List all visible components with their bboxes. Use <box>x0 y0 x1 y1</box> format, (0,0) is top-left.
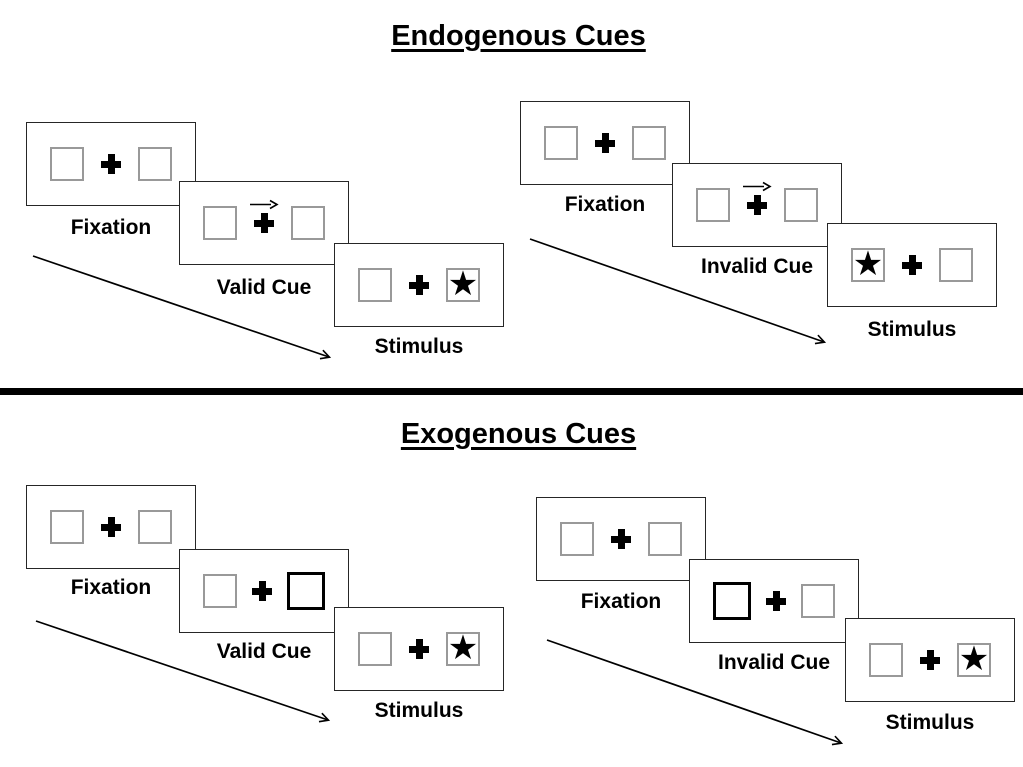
section-divider <box>0 388 1023 395</box>
placeholder-box-left <box>696 188 730 222</box>
placeholder-box-right <box>939 248 973 282</box>
fixation-cross-icon <box>409 639 429 659</box>
exogenous-invalid-fixation-panel <box>536 497 706 581</box>
exogenous-valid-stimulus-panel: ★ <box>334 607 504 691</box>
endogenous-invalid-stimulus-panel: ★ <box>827 223 997 307</box>
fixation-cross-icon <box>252 581 272 601</box>
placeholder-box-left <box>869 643 903 677</box>
fixation-cross-icon <box>250 199 279 233</box>
exogenous-invalid-cue-panel <box>689 559 859 643</box>
placeholder-box-right <box>648 522 682 556</box>
stimulus-star-box: ★ <box>446 628 480 668</box>
cross-bar-vertical <box>107 517 115 537</box>
placeholder-box-left <box>203 206 237 240</box>
panel-label-fixation: Fixation <box>580 590 662 613</box>
star-icon: ★ <box>852 244 884 284</box>
placeholder-box-right <box>784 188 818 222</box>
placeholder-box-left <box>50 510 84 544</box>
cross-bar-vertical <box>772 591 780 611</box>
cross-bar-vertical <box>415 275 423 295</box>
placeholder-box-right <box>632 126 666 160</box>
fixation-cross-icon <box>902 255 922 275</box>
endogenous-valid-stimulus-panel: ★ <box>334 243 504 327</box>
fixation-cross-icon <box>101 154 121 174</box>
exogenous-section-title: Exogenous Cues <box>400 418 637 450</box>
exogenous-valid-fixation-panel <box>26 485 196 569</box>
endogenous-invalid-fixation-panel <box>520 101 690 185</box>
star-icon: ★ <box>958 639 990 679</box>
fixation-cross-icon <box>920 650 940 670</box>
endogenous-invalid-cue-panel <box>672 163 842 247</box>
sequence-arrow-endogenous-valid <box>32 255 332 360</box>
fixation-cross-icon <box>101 517 121 537</box>
cross-bar-vertical <box>601 133 609 153</box>
fixation-cross-icon <box>766 591 786 611</box>
placeholder-box-right <box>138 510 172 544</box>
panel-label-stimulus: Stimulus <box>374 335 464 358</box>
placeholder-box-right <box>291 206 325 240</box>
fixation-cross-icon <box>409 275 429 295</box>
cross-bar-vertical <box>753 195 761 215</box>
cross-bar-vertical <box>415 639 423 659</box>
panel-label-stimulus: Stimulus <box>374 699 464 722</box>
panel-label-stimulus: Stimulus <box>867 318 957 341</box>
placeholder-box-left <box>560 522 594 556</box>
placeholder-box-left <box>203 574 237 608</box>
placeholder-box-left <box>50 147 84 181</box>
cue-highlight-box-left <box>713 582 751 620</box>
placeholder-box-right <box>138 147 172 181</box>
panel-label-invalid-cue: Invalid Cue <box>700 255 814 278</box>
endogenous-section-title: Endogenous Cues <box>391 20 646 52</box>
panel-label-fixation: Fixation <box>70 216 152 239</box>
star-icon: ★ <box>447 264 479 304</box>
cross-bar-vertical <box>926 650 934 670</box>
stimulus-star-box: ★ <box>957 639 991 679</box>
cross-bar-vertical <box>107 154 115 174</box>
cue-arrow-right-icon <box>743 181 772 192</box>
exogenous-invalid-stimulus-panel: ★ <box>845 618 1015 702</box>
panel-label-fixation: Fixation <box>564 193 646 216</box>
placeholder-box-left <box>544 126 578 160</box>
fixation-cross-icon <box>611 529 631 549</box>
placeholder-box-left <box>358 268 392 302</box>
placeholder-box-right <box>801 584 835 618</box>
cross-bar-vertical <box>617 529 625 549</box>
exogenous-valid-cue-panel <box>179 549 349 633</box>
panel-label-stimulus: Stimulus <box>885 711 975 734</box>
sequence-arrow-exogenous-valid <box>35 620 331 723</box>
panel-label-valid-cue: Valid Cue <box>216 276 312 299</box>
fixation-cross-icon <box>595 133 615 153</box>
endogenous-valid-cue-panel <box>179 181 349 265</box>
endogenous-valid-fixation-panel <box>26 122 196 206</box>
star-icon: ★ <box>447 628 479 668</box>
cross-bar-vertical <box>260 213 268 233</box>
panel-label-fixation: Fixation <box>70 576 152 599</box>
panel-label-invalid-cue: Invalid Cue <box>717 651 831 674</box>
cross-bar-vertical <box>258 581 266 601</box>
cross-bar-vertical <box>908 255 916 275</box>
cue-arrow-right-icon <box>250 199 279 210</box>
placeholder-box-left <box>358 632 392 666</box>
stimulus-star-box: ★ <box>446 264 480 304</box>
stimulus-star-box: ★ <box>851 244 885 284</box>
fixation-cross-icon <box>743 181 772 215</box>
cue-highlight-box-right <box>287 572 325 610</box>
panel-label-valid-cue: Valid Cue <box>216 640 312 663</box>
